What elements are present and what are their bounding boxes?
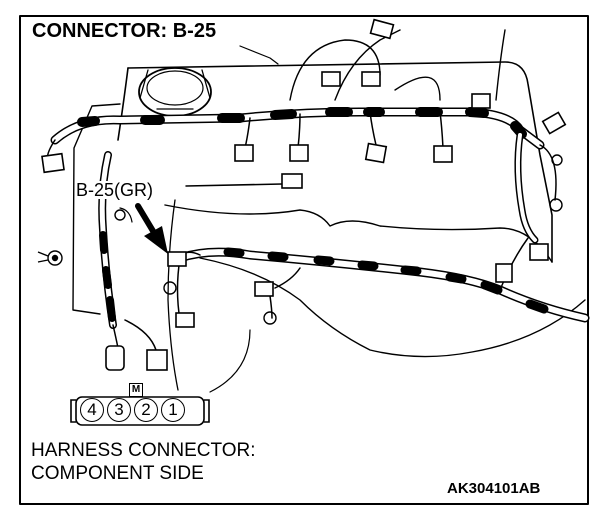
figure-id: AK304101AB — [447, 480, 541, 497]
ground-terminal-icon — [37, 250, 63, 266]
caption-line-1: HARNESS CONNECTOR: — [31, 440, 256, 461]
connector-title: CONNECTOR: B-25 — [30, 20, 219, 42]
caption-line-2: COMPONENT SIDE — [31, 463, 204, 484]
pin-2: 2 — [134, 398, 158, 422]
pin-3: 3 — [107, 398, 131, 422]
harness-clip-icon — [114, 154, 563, 325]
connector-callout-label: B-25(GR) — [75, 180, 155, 200]
connector-pin-face: 4 3 2 1 — [71, 396, 209, 426]
pointer-arrow-icon — [135, 203, 168, 254]
pin-1: 1 — [161, 398, 185, 422]
connector-key-mark: M — [129, 383, 143, 397]
pin-4: 4 — [80, 398, 104, 422]
